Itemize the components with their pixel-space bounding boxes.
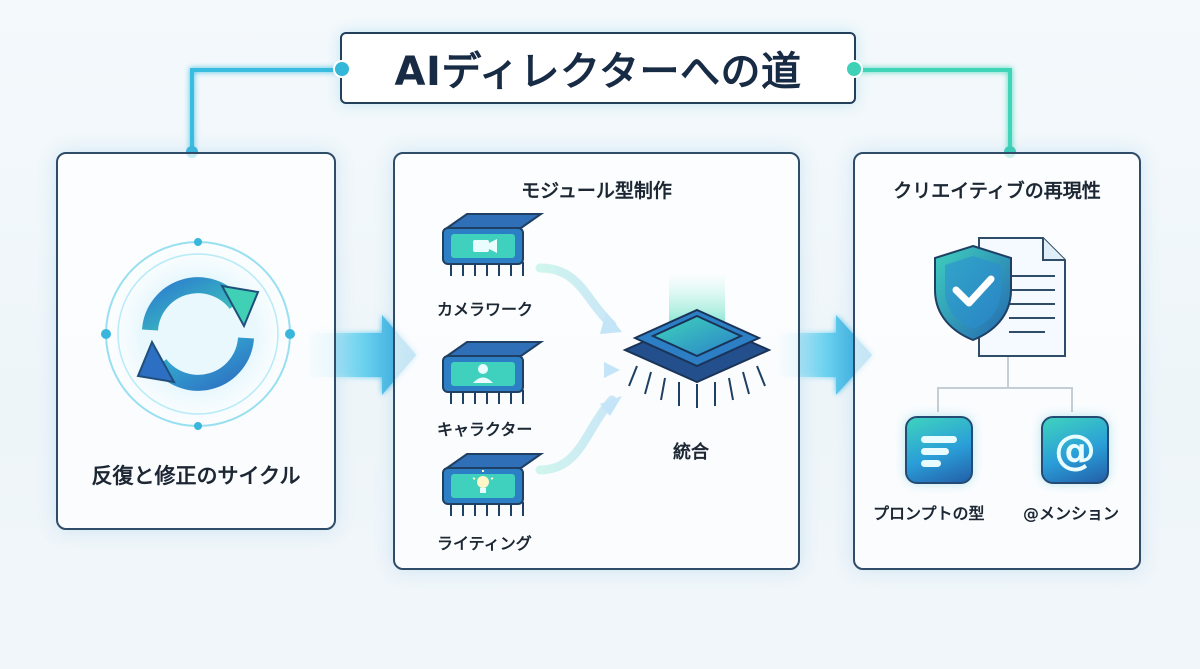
person-icon (473, 364, 493, 383)
connector-right (856, 68, 1012, 152)
panel-heading-modular: モジュール型制作 (521, 180, 672, 202)
connector-left (190, 68, 340, 152)
integration-label: 統合 (673, 442, 709, 463)
cycle-label: 反復と修正のサイクル (91, 464, 301, 488)
panel-modular-production: モジュール型制作 カメラワーク (393, 152, 800, 570)
panel-heading-reproducibility: クリエイティブの再現性 (893, 180, 1101, 202)
at-sign-glyph: @ (1054, 425, 1096, 474)
text-lines-icon (905, 416, 973, 484)
refresh-cycle-icon (98, 234, 298, 434)
page-title: AIディレクターへの道 (333, 32, 863, 104)
video-camera-icon (473, 239, 497, 253)
module-label-character: キャラクター (437, 420, 533, 439)
shield-icon (934, 244, 1012, 342)
at-sign-icon: @ (1041, 416, 1109, 484)
integration-chip (617, 274, 777, 428)
module-label-lighting: ライティング (437, 534, 532, 553)
panel-creative-reproducibility: クリエイティブの再現性 (853, 152, 1141, 570)
panel-iteration-cycle: 反復と修正のサイクル (56, 152, 336, 530)
item-label-mention: @メンション (1023, 504, 1120, 523)
shield-check-document-icon (927, 232, 1077, 366)
module-chip-character (437, 338, 545, 414)
flow-arrow-2 (780, 315, 872, 395)
flow-arrow-1 (310, 315, 416, 395)
module-label-camerawork: カメラワーク (437, 300, 534, 319)
light-bulb-icon (472, 470, 494, 493)
module-chip-lighting (437, 450, 545, 526)
module-chip-camerawork (437, 210, 545, 286)
item-label-prompt-template: プロンプトの型 (873, 504, 985, 523)
check-icon (952, 275, 995, 307)
